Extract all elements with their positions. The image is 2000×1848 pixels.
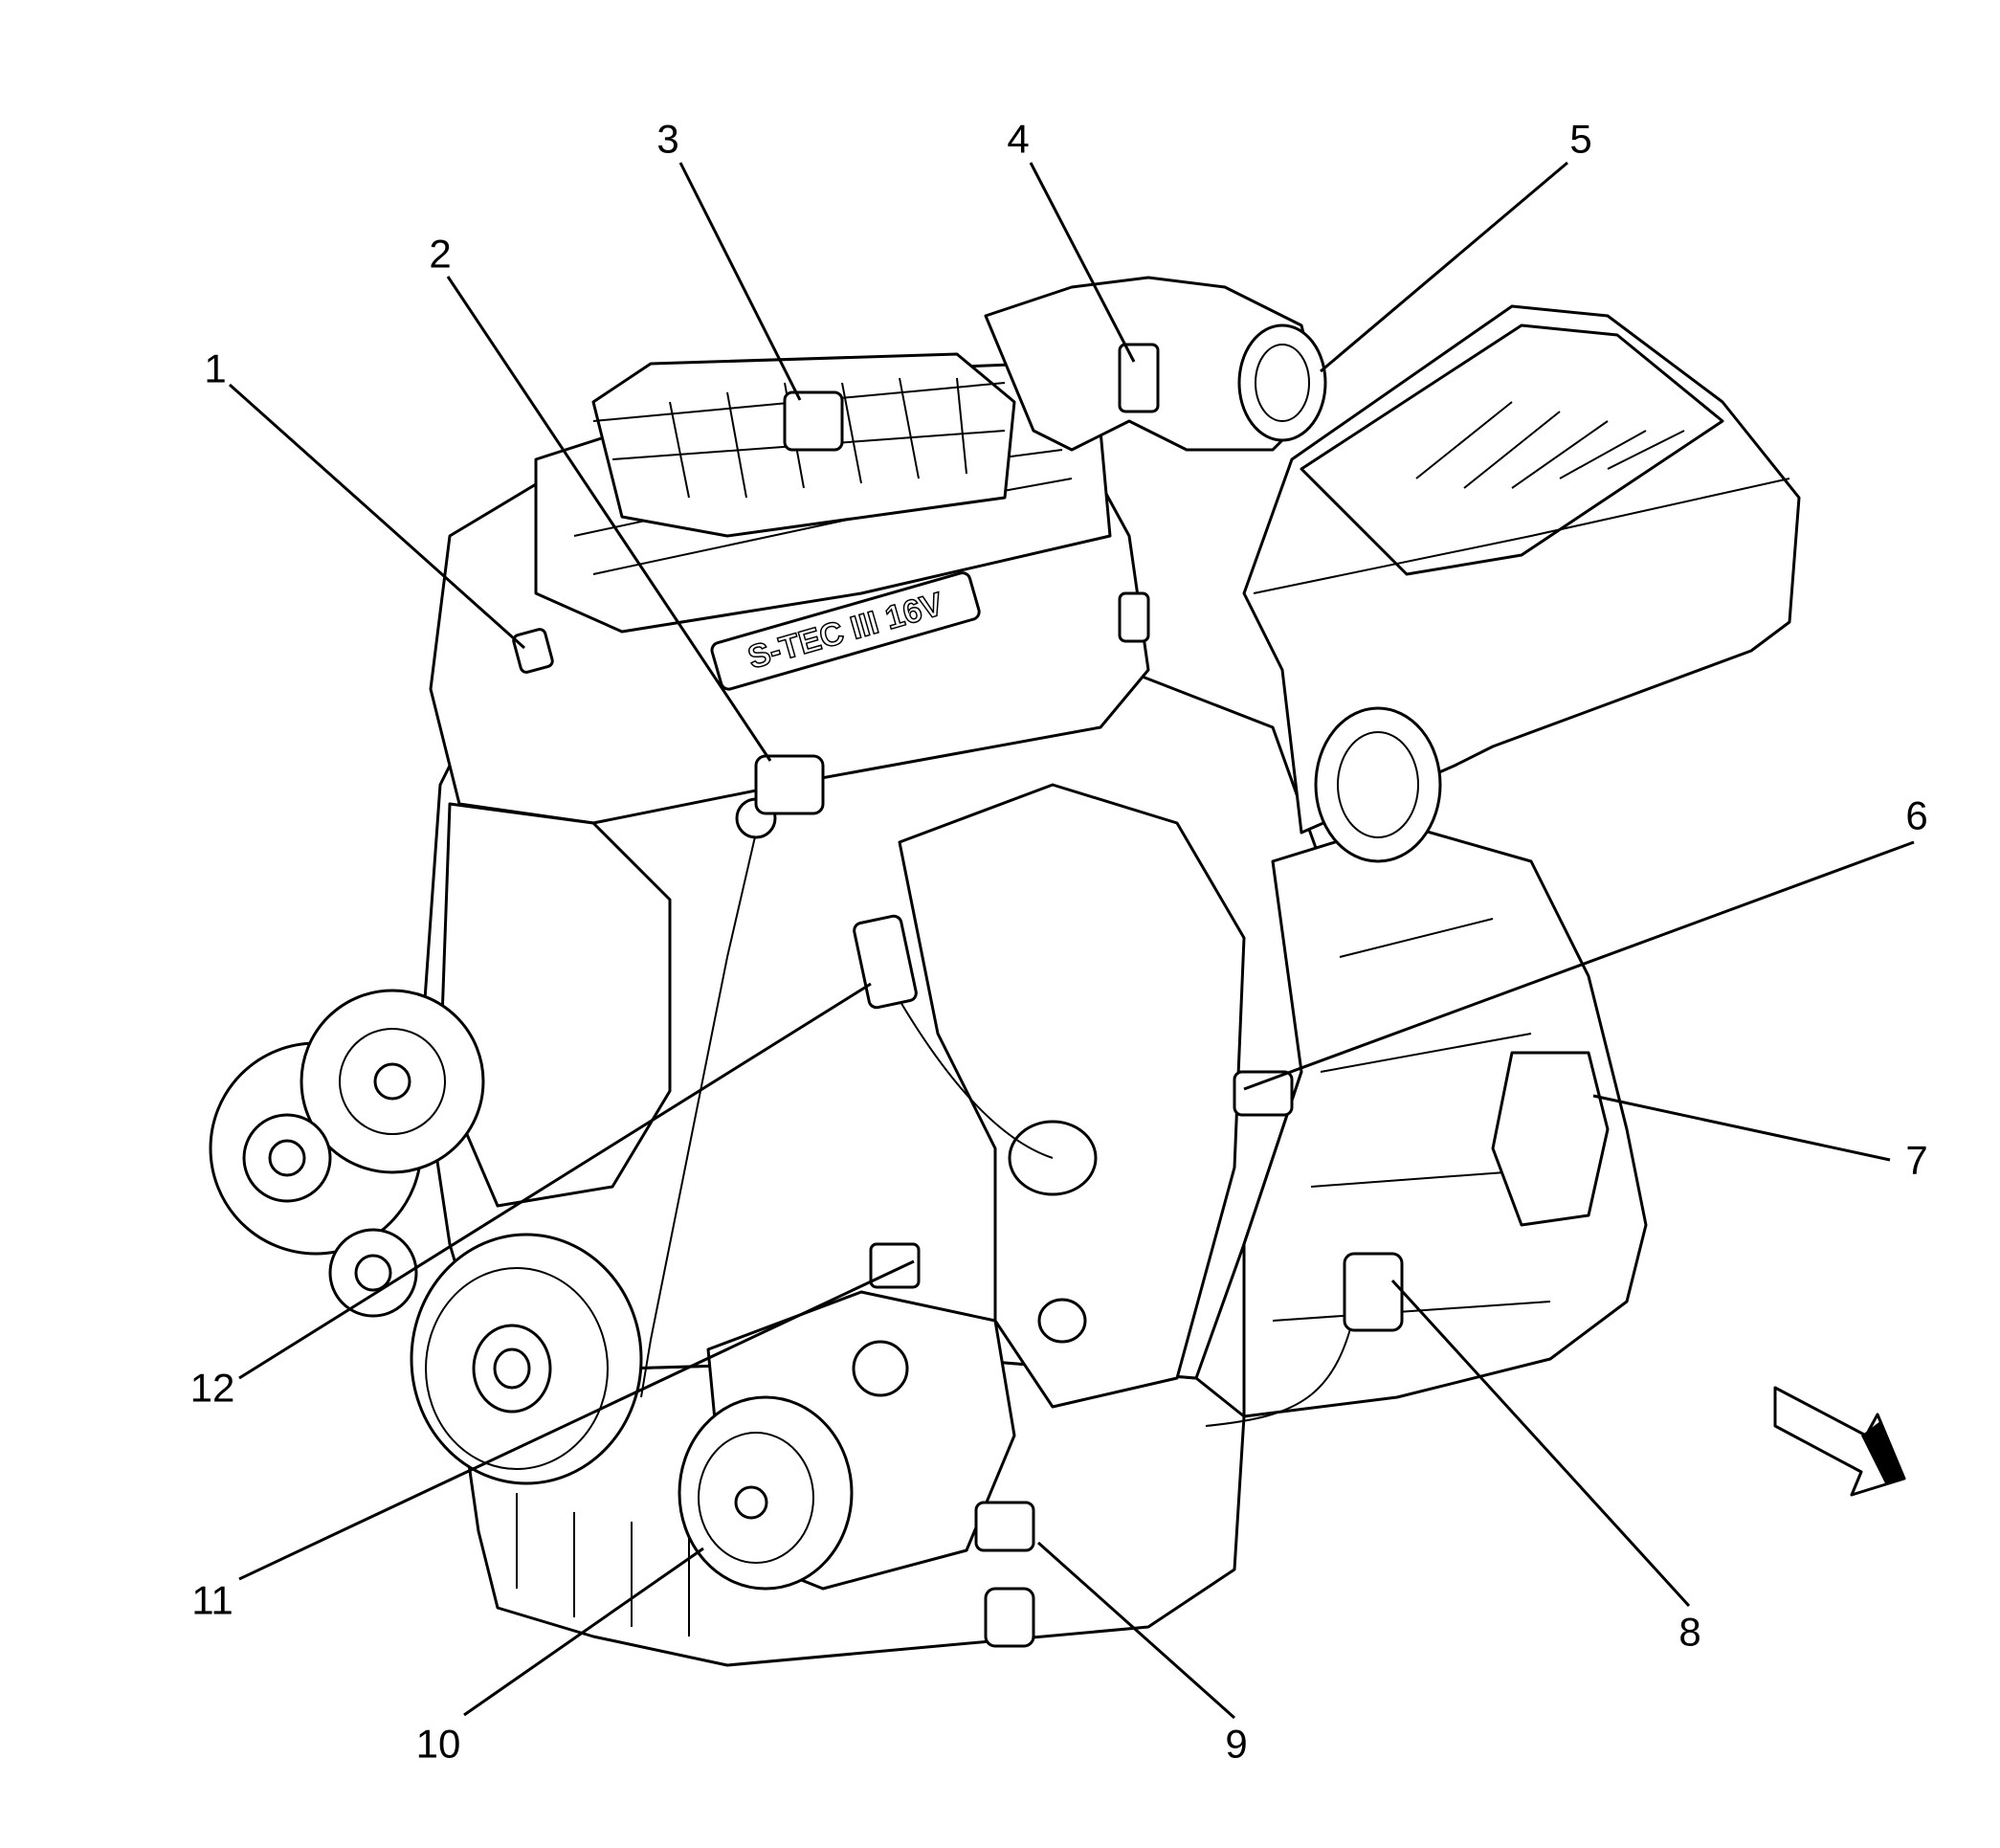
leader-line-2: [446, 276, 772, 762]
crankshaft-pulley: [410, 1233, 643, 1485]
callout-10: 10: [416, 1722, 461, 1767]
leader-line-1: [229, 383, 525, 650]
callout-2: 2: [429, 232, 451, 277]
callout-4: 4: [1007, 117, 1029, 162]
engine-illustration: S-TEC III 16V: [209, 276, 1801, 1667]
callout-labels: 1 2 3 4 5 6 7 8 9 10 11 12: [190, 117, 1928, 1767]
leader-line-3: [678, 162, 802, 401]
leader-lines: [229, 161, 1915, 1720]
callout-6: 6: [1905, 793, 1927, 838]
leader-line-12: [238, 982, 872, 1380]
leader-line-7: [1592, 1094, 1891, 1162]
leader-line-11: [238, 1259, 915, 1581]
callout-8: 8: [1678, 1610, 1700, 1655]
ac-compressor: [678, 1290, 1016, 1591]
leader-line-9: [1037, 1541, 1235, 1720]
callout-3: 3: [656, 117, 678, 162]
leader-line-5: [1320, 161, 1568, 373]
callout-11: 11: [191, 1578, 233, 1623]
leader-line-6: [1243, 840, 1915, 1091]
leader-line-4: [1029, 162, 1136, 363]
leader-line-10: [463, 1547, 704, 1717]
callout-7: 7: [1905, 1138, 1927, 1183]
callout-12: 12: [190, 1366, 235, 1411]
alternator: [209, 989, 485, 1256]
view-direction-arrow-icon: [1773, 1386, 1906, 1497]
callout-1: 1: [204, 346, 226, 391]
callout-5: 5: [1569, 117, 1591, 162]
callout-9: 9: [1225, 1722, 1247, 1767]
leader-line-8: [1390, 1279, 1691, 1608]
